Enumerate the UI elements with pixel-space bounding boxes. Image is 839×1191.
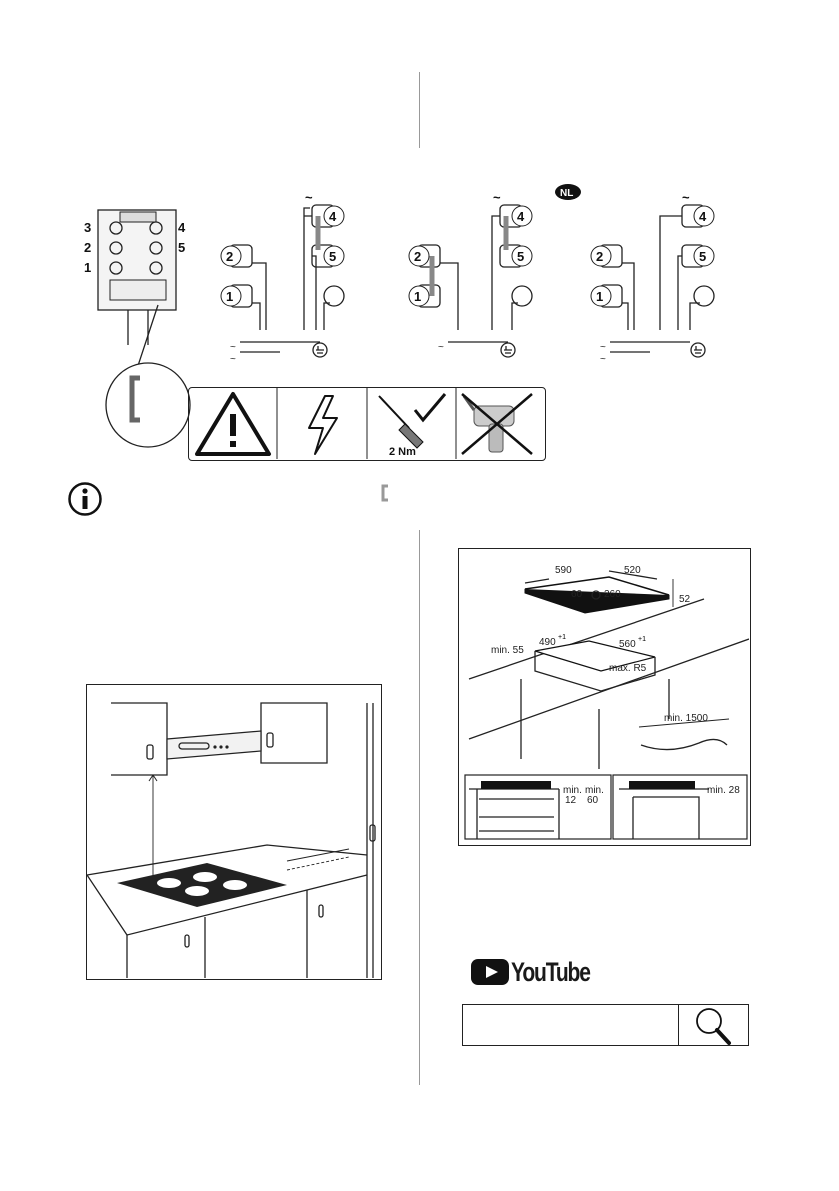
svg-text:2: 2 bbox=[414, 249, 421, 264]
svg-text:max. R5: max. R5 bbox=[609, 663, 647, 674]
svg-text:~: ~ bbox=[600, 354, 606, 365]
cut-width-label: 490 bbox=[539, 637, 556, 648]
svg-text:4: 4 bbox=[699, 209, 707, 224]
svg-text:260: 260 bbox=[604, 589, 621, 600]
country-badge-nl: NL bbox=[555, 184, 581, 200]
svg-text:12: 12 bbox=[565, 795, 577, 806]
svg-text:~: ~ bbox=[305, 190, 313, 205]
screwdriver-check-icon: 2 Nm bbox=[378, 393, 447, 458]
column-divider-bottom bbox=[419, 530, 420, 1085]
svg-text:2: 2 bbox=[226, 249, 233, 264]
svg-text:min. 55: min. 55 bbox=[491, 645, 524, 656]
svg-text:60: 60 bbox=[587, 795, 599, 806]
svg-text:~: ~ bbox=[438, 342, 444, 353]
cut-depth-label: 560 bbox=[619, 639, 636, 650]
wiring-variant-3: 2 1 4 5 ~ ~ ~ bbox=[590, 190, 715, 365]
svg-text:~: ~ bbox=[600, 342, 606, 353]
youtube-wordmark: YouTube bbox=[511, 956, 591, 987]
svg-text:52: 52 bbox=[679, 594, 691, 605]
svg-text:2: 2 bbox=[596, 249, 603, 264]
info-icon bbox=[67, 481, 103, 517]
svg-text:min.: min. bbox=[585, 785, 604, 796]
svg-text:min. 1500: min. 1500 bbox=[664, 713, 708, 724]
svg-text:min. 28: min. 28 bbox=[707, 785, 740, 796]
terminal-label-5: 5 bbox=[178, 240, 185, 255]
svg-text:4: 4 bbox=[517, 209, 525, 224]
column-divider-top bbox=[419, 72, 420, 148]
svg-text:60: 60 bbox=[571, 589, 583, 600]
svg-text:~: ~ bbox=[682, 190, 690, 205]
youtube-play-icon bbox=[471, 959, 509, 985]
svg-text:1: 1 bbox=[414, 289, 421, 304]
search-button[interactable] bbox=[678, 1005, 748, 1045]
terminal-label-3: 3 bbox=[84, 220, 91, 235]
kitchen-illustration bbox=[86, 684, 382, 980]
svg-text:min.: min. bbox=[563, 785, 582, 796]
cable-clip-icon bbox=[380, 484, 390, 502]
torque-label: 2 Nm bbox=[389, 446, 416, 458]
search-box[interactable] bbox=[462, 1004, 749, 1046]
svg-text:5: 5 bbox=[329, 249, 336, 264]
svg-text:1: 1 bbox=[596, 289, 603, 304]
svg-text:520: 520 bbox=[624, 565, 641, 576]
wiring-diagram: 3 2 1 4 5 2 1 4 5 ~ ~ ~ 2 1 4 bbox=[84, 184, 715, 448]
terminal-label-1: 1 bbox=[84, 260, 91, 275]
svg-text:~: ~ bbox=[230, 354, 236, 365]
svg-text:NL: NL bbox=[560, 188, 573, 199]
svg-text:5: 5 bbox=[699, 249, 706, 264]
lightning-icon bbox=[308, 395, 338, 455]
warning-triangle-icon bbox=[195, 392, 271, 456]
svg-text:~: ~ bbox=[493, 190, 501, 205]
terminal-label-2: 2 bbox=[84, 240, 91, 255]
terminal-label-4: 4 bbox=[178, 220, 186, 235]
safety-icon-strip: 2 Nm bbox=[188, 387, 546, 461]
svg-text:590: 590 bbox=[555, 565, 572, 576]
svg-text:+1: +1 bbox=[638, 636, 646, 643]
wiring-variant-1: 2 1 4 5 ~ ~ ~ bbox=[220, 190, 345, 365]
cutout-dimensions-diagram: 590 520 60 260 52 490 +1 560 +1 min. 55 … bbox=[458, 548, 751, 846]
svg-text:~: ~ bbox=[230, 342, 236, 353]
youtube-logo: YouTube bbox=[471, 956, 612, 987]
svg-text:5: 5 bbox=[517, 249, 524, 264]
terminal-block: 3 2 1 4 5 bbox=[84, 209, 191, 448]
magnifier-icon bbox=[696, 1008, 731, 1045]
svg-text:4: 4 bbox=[329, 209, 337, 224]
svg-text:+1: +1 bbox=[558, 634, 566, 641]
wiring-variant-2: 2 1 4 5 ~ ~ NL bbox=[408, 184, 581, 358]
drill-crossed-icon bbox=[461, 393, 533, 455]
svg-text:1: 1 bbox=[226, 289, 233, 304]
